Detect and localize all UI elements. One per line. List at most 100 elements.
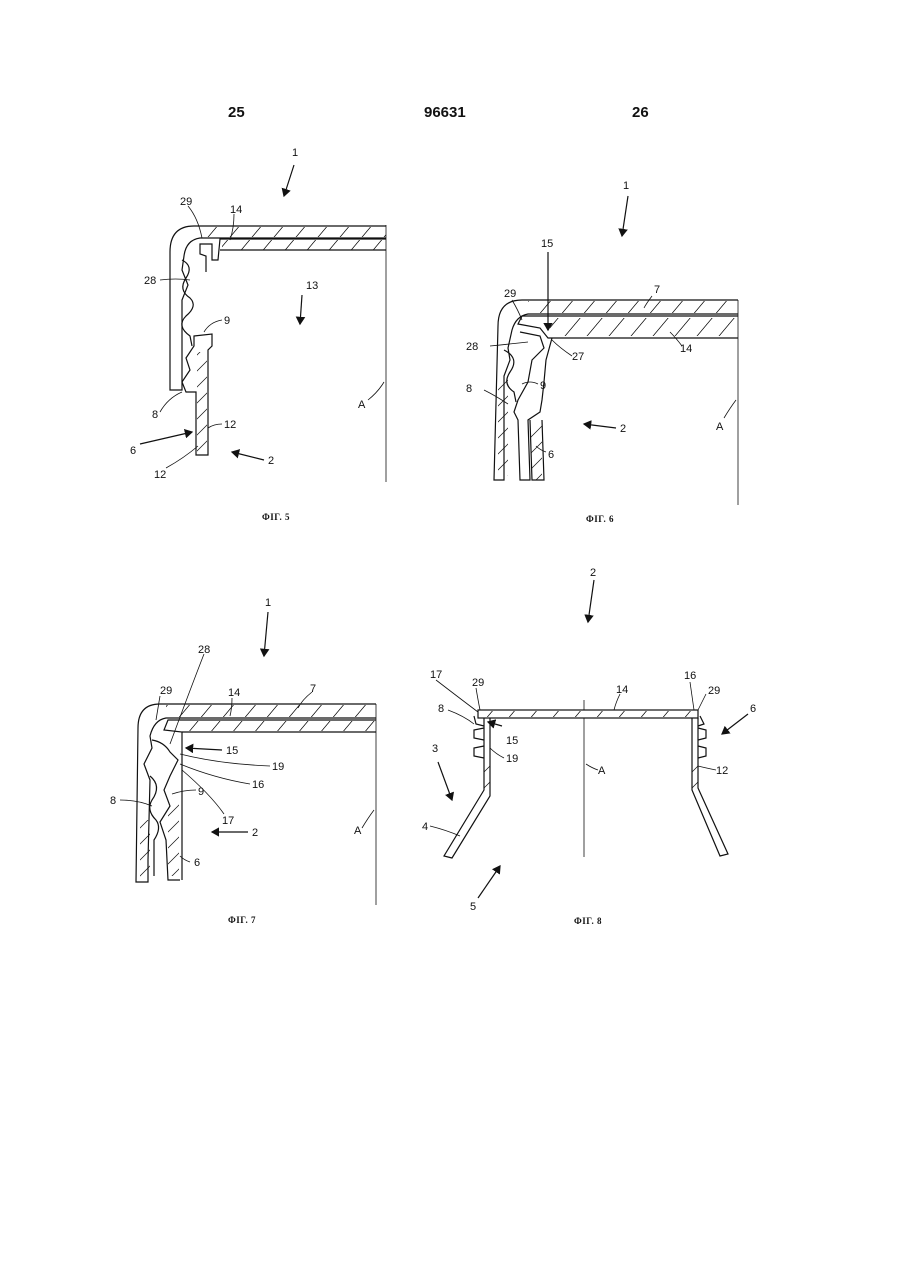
arrow-2 xyxy=(232,452,264,460)
label-8: 8 xyxy=(438,703,444,715)
label-15: 15 xyxy=(226,745,238,757)
label-13: 13 xyxy=(306,280,318,292)
arrow-1 xyxy=(264,612,268,656)
figure-5: 1 29 14 13 28 9 8 12 6 2 12 A xyxy=(130,147,386,482)
cap-top-hatching xyxy=(166,705,376,717)
right-flange xyxy=(698,716,704,726)
label-A: A xyxy=(598,765,606,777)
label-15: 15 xyxy=(541,238,553,250)
arrow-6 xyxy=(722,714,748,734)
label-14: 14 xyxy=(680,343,692,355)
leader-8 xyxy=(448,710,474,724)
leader-14 xyxy=(614,694,620,710)
label-7: 7 xyxy=(654,284,660,296)
caption-fig8: ФІГ. 8 xyxy=(574,916,602,926)
liner-hatching xyxy=(186,721,376,731)
arrow-1 xyxy=(284,165,294,196)
label-28: 28 xyxy=(466,341,478,353)
label-6: 6 xyxy=(750,703,756,715)
label-29: 29 xyxy=(180,196,192,208)
label-3: 3 xyxy=(432,743,438,755)
label-A: A xyxy=(716,421,724,433)
leader-29 xyxy=(156,696,160,720)
figure-6: 1 15 7 29 28 27 14 9 8 2 6 A xyxy=(466,180,738,505)
label-14: 14 xyxy=(230,204,242,216)
leader-9 xyxy=(172,790,196,794)
label-12-left: 12 xyxy=(154,469,166,481)
arrow-13 xyxy=(300,295,302,324)
leader-4 xyxy=(430,826,460,836)
label-14: 14 xyxy=(228,687,240,699)
label-19: 19 xyxy=(506,753,518,765)
label-1: 1 xyxy=(265,597,271,609)
label-12: 12 xyxy=(716,765,728,777)
right-wall-hatching xyxy=(692,760,698,788)
label-16: 16 xyxy=(684,670,696,682)
leader-A xyxy=(368,382,384,400)
skirt-hatching xyxy=(140,820,150,878)
label-19: 19 xyxy=(272,761,284,773)
label-8: 8 xyxy=(152,409,158,421)
leader-9 xyxy=(522,382,538,384)
label-14: 14 xyxy=(616,684,628,696)
leader-29 xyxy=(188,206,202,238)
label-12-right: 12 xyxy=(224,419,236,431)
leader-19 xyxy=(180,754,270,766)
top-plate-hatching xyxy=(480,711,696,717)
neck-hatching xyxy=(197,352,207,454)
leader-A xyxy=(724,400,736,418)
label-2: 2 xyxy=(252,827,258,839)
label-1: 1 xyxy=(292,147,298,159)
leader-29-right xyxy=(698,694,706,710)
leader-28 xyxy=(160,279,190,280)
leader-12b xyxy=(166,446,198,468)
caption-fig5: ФІГ. 5 xyxy=(262,512,290,522)
arrow-5 xyxy=(478,866,500,898)
leader-29-left xyxy=(476,688,480,710)
leader-19 xyxy=(490,748,504,758)
cap-top-hatching xyxy=(528,301,738,313)
label-15: 15 xyxy=(506,735,518,747)
arrow-1 xyxy=(622,196,628,236)
label-2: 2 xyxy=(590,567,596,579)
label-27: 27 xyxy=(572,351,584,363)
label-6: 6 xyxy=(194,857,200,869)
neck-hatching xyxy=(531,422,542,480)
arrow-2 xyxy=(588,580,594,622)
right-ribs xyxy=(698,728,706,758)
leader-A xyxy=(362,810,374,828)
label-7: 7 xyxy=(310,683,316,695)
label-2: 2 xyxy=(268,455,274,467)
label-29-right: 29 xyxy=(708,685,720,697)
liner-hatching xyxy=(550,318,738,336)
leader-12 xyxy=(698,766,716,770)
liner-hatching xyxy=(222,240,386,250)
label-28: 28 xyxy=(144,275,156,287)
leader-12a xyxy=(208,424,222,428)
leader-9 xyxy=(204,320,222,332)
label-17: 17 xyxy=(222,815,234,827)
label-29: 29 xyxy=(504,288,516,300)
leader-8 xyxy=(120,800,152,806)
neck-hatching xyxy=(168,800,179,876)
label-5: 5 xyxy=(470,901,476,913)
label-9: 9 xyxy=(198,786,204,798)
figure-7: 1 28 29 14 7 15 19 16 9 8 17 2 6 A xyxy=(110,597,376,905)
label-28: 28 xyxy=(198,644,210,656)
arrow-2 xyxy=(584,424,616,428)
label-2: 2 xyxy=(620,423,626,435)
caption-fig7: ФІГ. 7 xyxy=(228,915,256,925)
leader-29 xyxy=(512,300,522,320)
leader-16 xyxy=(690,682,694,710)
arrow-15 xyxy=(186,748,222,750)
arrow-3 xyxy=(438,762,452,800)
label-9: 9 xyxy=(540,380,546,392)
caption-fig6: ФІГ. 6 xyxy=(586,514,614,524)
label-1: 1 xyxy=(623,180,629,192)
label-A: A xyxy=(354,825,362,837)
label-29-left: 29 xyxy=(472,677,484,689)
left-wall-hatching xyxy=(484,760,490,788)
label-8: 8 xyxy=(466,383,472,395)
